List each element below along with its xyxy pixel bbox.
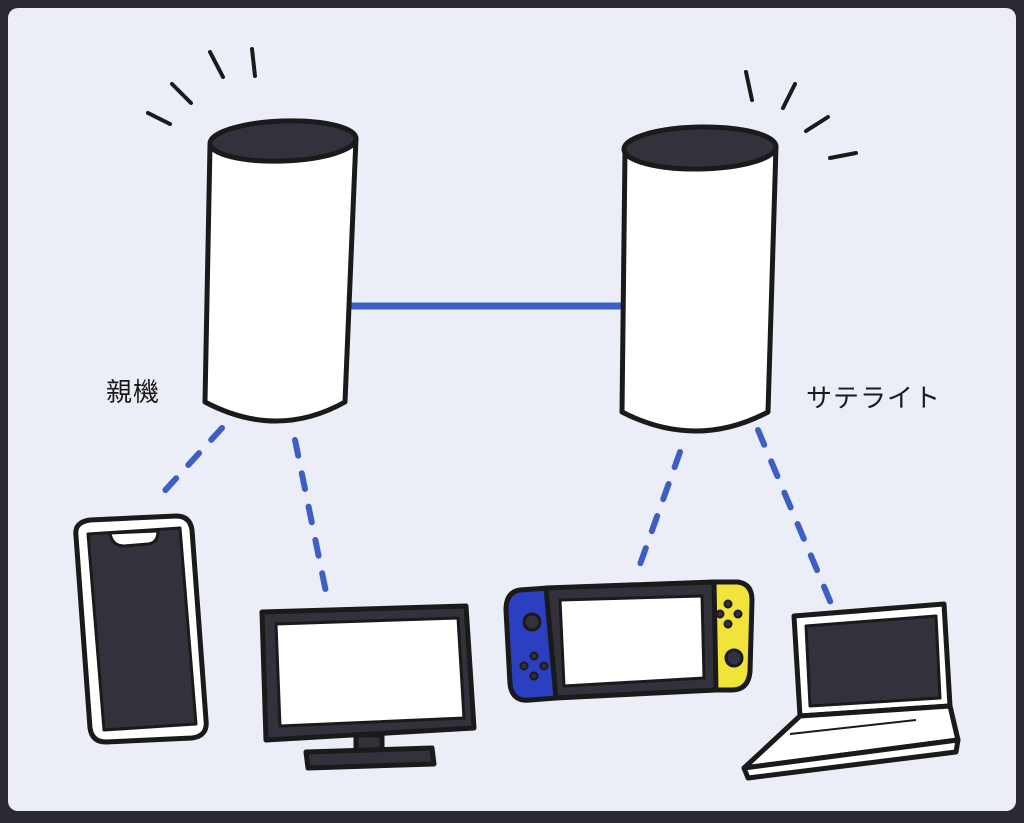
signal-marks-parent	[146, 47, 257, 126]
satellite-router-icon	[619, 124, 779, 434]
satellite-router-label: サテライト	[806, 384, 942, 414]
laptop-icon	[741, 601, 961, 781]
link-parent-smartphone	[157, 425, 225, 499]
link-satellite-laptop	[755, 427, 836, 611]
parent-router-icon	[202, 118, 359, 424]
signal-marks-satellite	[744, 70, 858, 160]
wireless-links	[157, 425, 836, 611]
parent-router-label: 親機	[106, 378, 161, 408]
monitor-icon	[259, 603, 477, 771]
smartphone-icon	[73, 513, 209, 745]
handheld-game-console-icon	[503, 579, 755, 703]
link-satellite-game-console	[635, 449, 683, 573]
link-parent-monitor	[292, 437, 330, 600]
